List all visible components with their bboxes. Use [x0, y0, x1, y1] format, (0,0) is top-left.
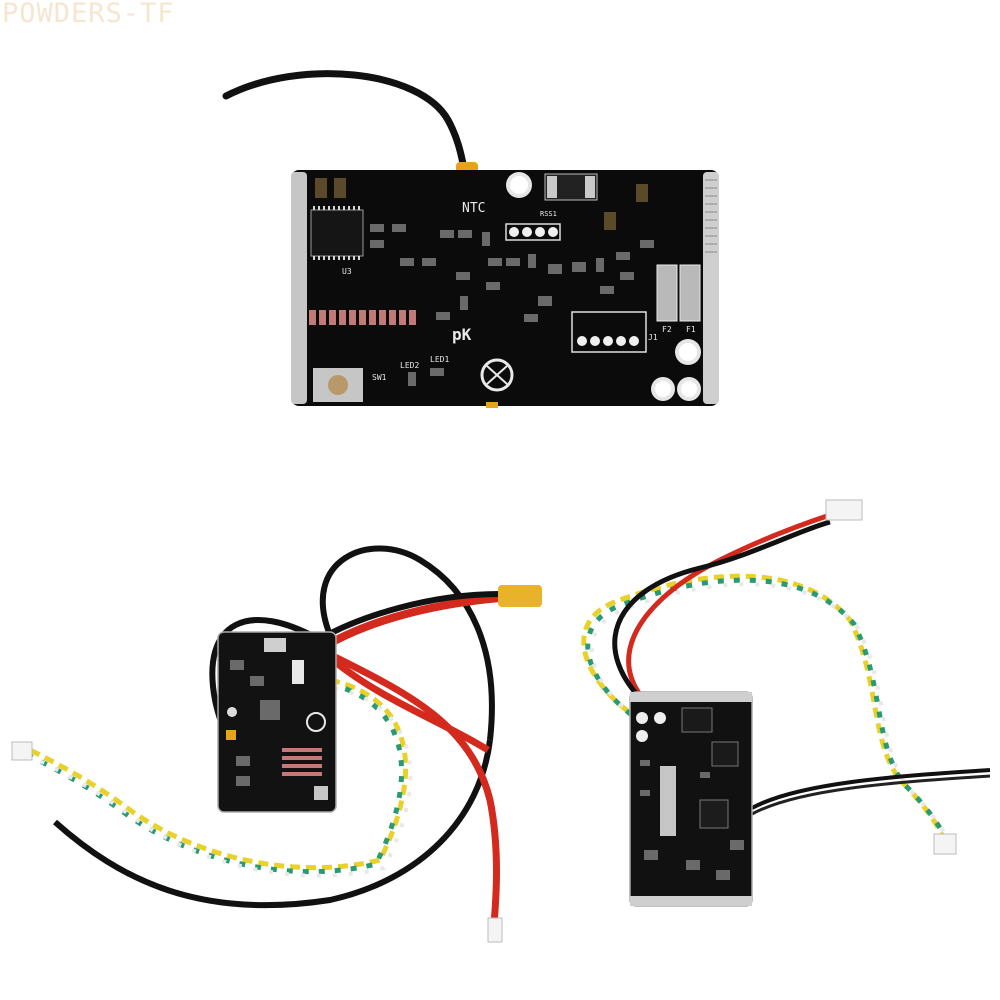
capacitor [334, 178, 346, 198]
small-connector [933, 833, 957, 855]
twisted-white-wire [33, 686, 413, 878]
black-wire [612, 519, 831, 706]
fuse-f1 [679, 264, 701, 322]
small-connector [825, 499, 863, 521]
right-edge-contacts [703, 172, 719, 404]
black-wire [320, 545, 495, 741]
ntc-label: NTC [462, 201, 485, 216]
red-wire [323, 648, 500, 925]
watermark-text: POWDERS-TF [2, 0, 175, 29]
ntc-sensor-wire [222, 70, 470, 182]
capacitor [315, 178, 327, 198]
switch-label: SW1 [372, 373, 387, 382]
twisted-yellow-wire [28, 677, 409, 871]
mosfet [711, 741, 739, 767]
balance-test-pads [309, 310, 416, 325]
smd-components [370, 224, 654, 408]
brand-text: pK [452, 325, 472, 344]
brand-logo-circle [306, 712, 326, 732]
red-wire [626, 512, 831, 710]
mosfet [681, 707, 713, 733]
red-wire [325, 653, 490, 753]
fuse-f2 [656, 264, 678, 322]
twisted-green-wire [585, 577, 951, 845]
brand-logo-circle [480, 358, 514, 392]
black-wire [316, 591, 501, 643]
capacitor [636, 184, 648, 202]
pcb-body [217, 631, 337, 813]
fuse-label-f1: F1 [686, 325, 696, 334]
left-edge-plating [291, 172, 307, 404]
xt-connector [498, 585, 542, 607]
capacitor [604, 212, 616, 230]
black-wire [53, 739, 493, 909]
led-label-2: LED2 [400, 361, 419, 370]
main-bms-board: NTC U3 RSS1 SW1 J1 F1 F2 LED1 LED2 pK [222, 70, 719, 408]
bottom-right-bms-assembly [581, 499, 991, 907]
led-label-1: LED1 [430, 355, 449, 364]
rss-label: RSS1 [540, 210, 557, 218]
header-pads [505, 223, 561, 241]
connector-label: J1 [648, 333, 658, 342]
connector-j1 [571, 311, 647, 353]
ntc-probe-wire [751, 768, 991, 810]
chip-label: U3 [342, 267, 352, 276]
bottom-left-bms-assembly [11, 545, 542, 943]
small-connector [11, 741, 33, 761]
small-connector [487, 917, 503, 943]
main-ic-chip [310, 209, 364, 257]
fuse-label-f2: F2 [662, 325, 672, 334]
main-ic-chip [699, 799, 729, 829]
